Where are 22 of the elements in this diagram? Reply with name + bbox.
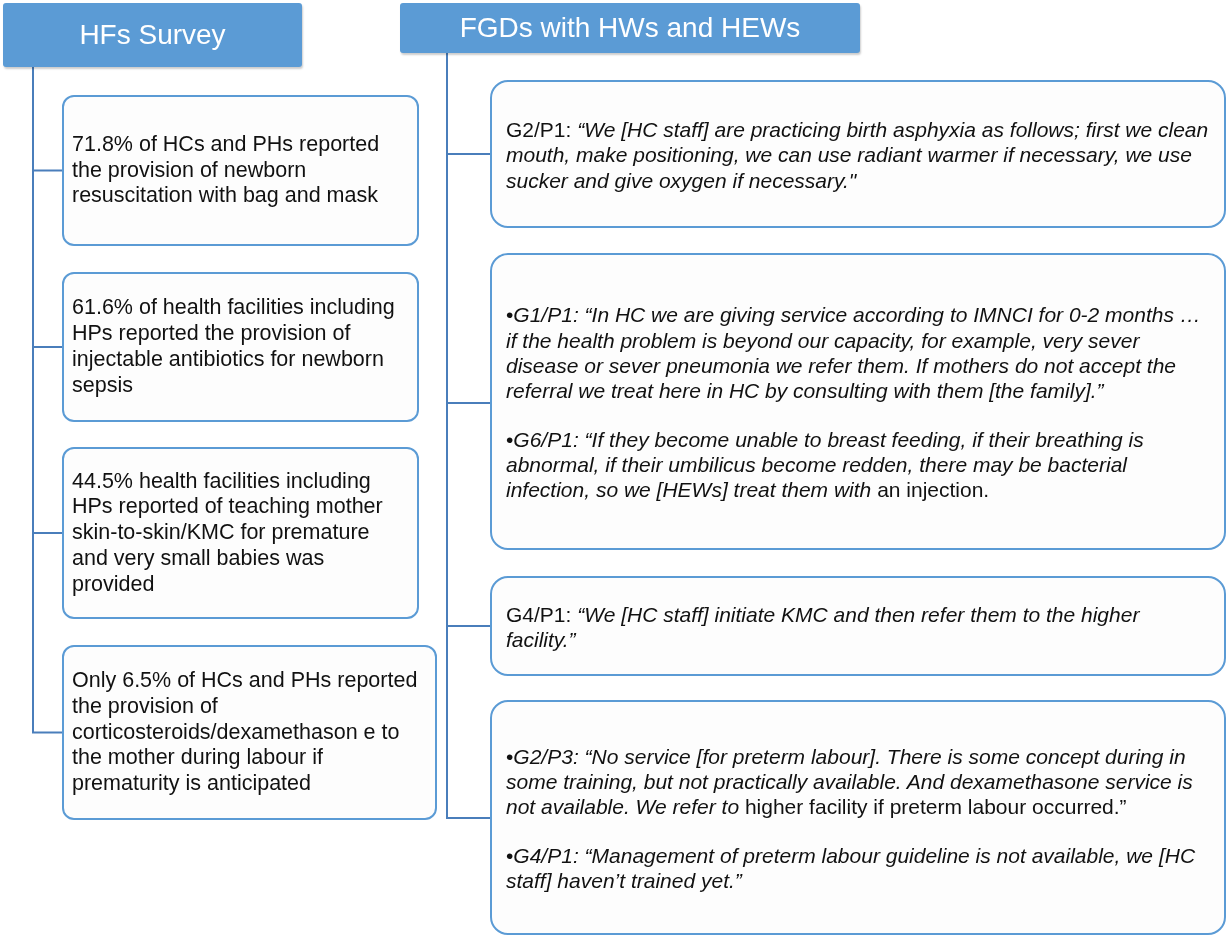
finding-box <box>62 272 419 422</box>
header-text: HFs Survey <box>79 19 226 51</box>
quote-text: G4/P1: “We [HC staff] initiate KMC and then refer them to the higher facility.” <box>506 601 1141 653</box>
quote-box <box>490 700 1226 935</box>
quote-box <box>490 80 1226 228</box>
finding-text: Only 6.5% of HCs and PHs reported the provision of corticosteroids/dexamethason e to the mother during labour if prematurity is anticipated <box>72 668 419 797</box>
finding-text: 71.8% of HCs and PHs reported the provision of newborn resuscitation with bag and mask <box>72 131 381 210</box>
quote-text: G2/P1: “We [HC staff] are practicing birth asphyxia as follows; first we clean mouth, make positioning, we can use radiant warmer if necessary, we use sucker and give oxygen if necessary." <box>506 117 1210 193</box>
finding-box <box>62 645 437 820</box>
header-box <box>3 3 302 67</box>
finding-box <box>62 447 419 619</box>
quote-box <box>490 253 1226 550</box>
quote-box <box>490 576 1226 676</box>
quote-text: •G1/P1: “In HC we are giving service according to IMNCI for 0-2 months … if the health problem is beyond our capacity, for example, very sever disease or sever pneumonia we refer them. If mothers do not accept the referral we treat here in HC by consulting with them [the family].” <box>506 302 1202 404</box>
finding-text: 61.6% of health facilities including HPs reported the provision of injectable antibiotics for newborn sepsis <box>72 295 396 399</box>
quote-text: •G6/P1: “If they become unable to breast feeding, if their breathing is abnormal, if their umbilicus become redden, there may be bacterial infection, so we [HEWs] treat them with an injection. <box>506 427 1145 503</box>
quote-text: •G4/P1: “Management of preterm labour guideline is not available, we [HC staff] haven’t trained yet.” <box>506 843 1197 894</box>
finding-box <box>62 95 419 246</box>
finding-text: 44.5% health facilities including HPs reported of teaching mother skin-to-skin/KMC for premature and very small babies was provided <box>72 468 384 598</box>
quote-text: •G2/P3: “No service [for preterm labour]. There is some concept during in some training, but not practically available. And dexamethasone service is not available. We refer to higher facility if preterm labour occurred.” <box>506 743 1194 820</box>
header-text: FGDs with HWs and HEWs <box>459 12 801 44</box>
header-box <box>400 3 860 53</box>
